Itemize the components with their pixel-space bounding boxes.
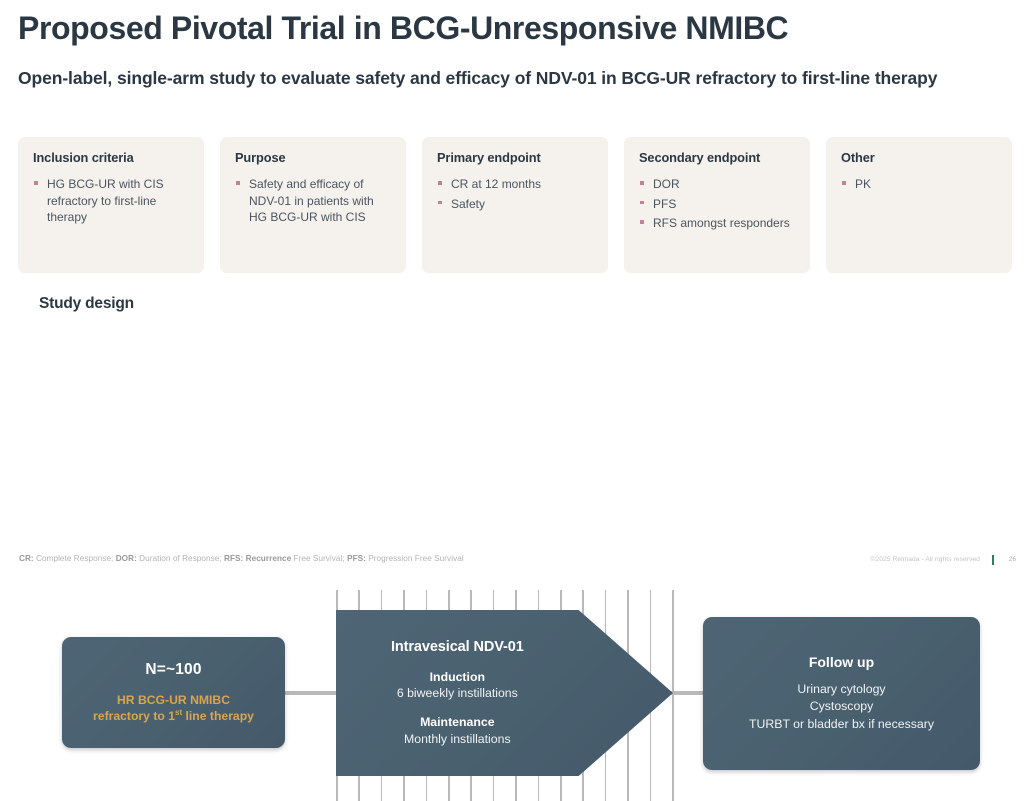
list-item-label: PK [855,177,872,191]
list-item: Safety [437,196,594,213]
summary-card-title: Other [841,150,875,165]
list-item: Safety and efficacy of NDV-01 in patient… [235,176,392,226]
abbreviation-term: PFS: [347,554,366,563]
abbreviation-definition: Progression Free Survival [365,554,464,563]
bullet-icon [640,181,644,185]
phase-induction-desc: 6 biweekly instillations [396,686,518,701]
connector-treatment-to-followup [668,691,708,695]
abbreviation-definition: Duration of Response; [136,554,225,563]
list-item-label: Safety and efficacy of NDV-01 in patient… [249,177,374,225]
summary-card-list: PK [841,176,998,193]
bullet-icon [842,181,846,185]
page-number-divider [992,555,994,565]
bullet-icon [236,181,240,185]
followup-line-2: Cystoscopy [809,699,874,714]
phase-induction-name: Induction [429,669,485,684]
summary-card-list: DOR PFS RFS amongst responders [639,176,796,232]
list-item-label: RFS amongst responders [653,216,790,231]
abbreviation-term: CR: [19,554,34,563]
abbreviation-definition: Free Survival; [291,554,348,563]
summary-card-list: Safety and efficacy of NDV-01 in patient… [235,176,392,226]
copyright-text: ©2025 Relmada - All rights reserved [870,556,980,563]
summary-card-row: Inclusion criteria HG BCG-UR with CIS ref… [18,137,1012,273]
summary-card-title: Purpose [235,150,286,165]
summary-card-title: Inclusion criteria [33,150,134,165]
abbreviation-footnote: CR: Complete Response; DOR: Duration of … [19,554,464,563]
page-title: Proposed Pivotal Trial in BCG-Unresponsi… [18,10,789,46]
study-design-diagram: N=~100 HR BCG-UR NMIBC refractory to 1st… [0,280,1030,801]
phase-maintenance-desc: Monthly instillations [404,731,511,746]
connector-enrollment-to-treatment [283,691,339,695]
followup-heading: Follow up [808,653,875,670]
abbreviation-term: RFS: Recurrence [224,554,292,563]
page-subtitle: Open-label, single-arm study to evaluate… [18,68,938,88]
abbreviation-definition: Complete Response; [33,554,116,563]
list-item: RFS amongst responders [639,215,796,232]
followup-line-3: TURBT or bladder bx if necessary [749,716,934,731]
summary-card-title: Secondary endpoint [639,150,761,165]
phase-maintenance-name: Maintenance [420,715,495,729]
list-item: PFS [639,196,796,213]
list-item: CR at 12 months [437,176,594,193]
list-item-label: DOR [653,177,680,191]
page-number: 26 [1008,556,1016,563]
treatment-heading: Intravesical NDV-01 [390,638,524,655]
treatment-arrow-content: Intravesical NDV-01 Induction 6 biweekly… [336,610,579,776]
followup-box: Follow up Urinary cytology Cystoscopy TU… [703,617,980,770]
study-design-label: Study design [39,295,134,312]
list-item: HG BCG-UR with CIS refractory to first-l… [33,176,190,226]
list-item-label: Safety [451,196,486,211]
summary-card-list: HG BCG-UR with CIS refractory to first-l… [33,176,190,226]
enrollment-box: N=~100 HR BCG-UR NMIBC refractory to 1st… [62,637,285,748]
enrollment-description-line1: HR BCG-UR NMIBC [116,692,231,707]
list-item-label: HG BCG-UR with CIS refractory to first-l… [47,177,164,225]
enrollment-count: N=~100 [145,660,202,678]
list-item: PK [841,176,998,193]
slide-root: Proposed Pivotal Trial in BCG-Unresponsi… [0,10,1030,801]
list-item-label: CR at 12 months [451,177,542,191]
abbreviation-term: DOR: [115,554,137,563]
summary-card: Inclusion criteria HG BCG-UR with CIS ref… [18,137,204,273]
enrollment-description: HR BCG-UR NMIBC refractory to 1st line t… [93,692,254,725]
enrollment-description-line2: refractory to 1st line therapy [93,707,254,724]
summary-card-title: Primary endpoint [437,150,541,165]
list-item-label: PFS [653,196,677,211]
list-item: DOR [639,176,796,193]
followup-line-1: Urinary cytology [797,681,886,696]
bullet-icon [438,200,442,205]
treatment-arrow: Intravesical NDV-01 Induction 6 biweekly… [336,610,673,776]
bullet-icon [640,220,644,224]
bullet-icon [438,181,442,185]
bullet-icon [640,200,644,205]
bullet-icon [34,181,38,185]
